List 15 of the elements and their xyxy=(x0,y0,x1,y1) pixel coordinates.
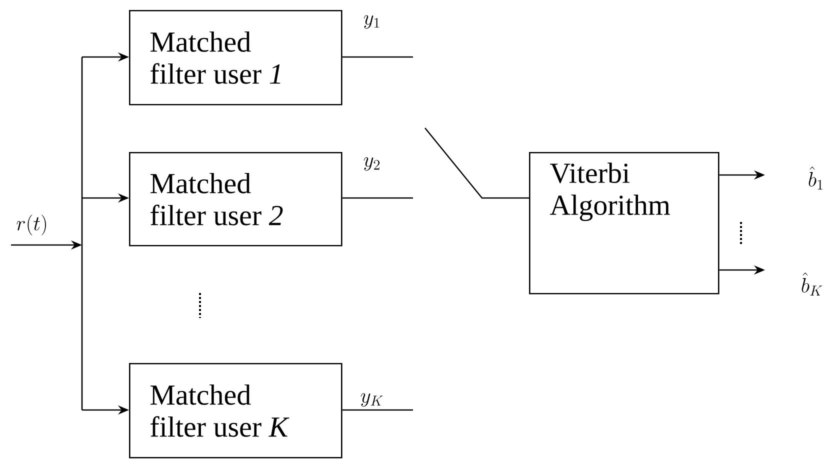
filter-box: Matched filter user K xyxy=(129,363,342,458)
filter-box: Matched filter user 2 xyxy=(129,152,342,246)
edge-label: $y_{2}$ xyxy=(364,157,380,171)
signal-label: $\hat{b}_{1}$ xyxy=(808,166,822,190)
edge-label: $y_{K}$ xyxy=(360,393,383,407)
filter-box: Matched filter user 1 xyxy=(129,10,342,106)
switch-line xyxy=(424,128,529,199)
connector-line xyxy=(342,409,413,411)
signal-label: $\hat{b}_{K}$ xyxy=(802,272,822,296)
connector-line xyxy=(342,56,413,58)
connector-line xyxy=(342,197,413,199)
edge-label: $y_{1}$ xyxy=(364,15,380,29)
process-box: Viterbi Algorithm xyxy=(529,152,720,294)
signal-label: $r(t)$ xyxy=(16,214,46,236)
arrow xyxy=(10,56,83,411)
